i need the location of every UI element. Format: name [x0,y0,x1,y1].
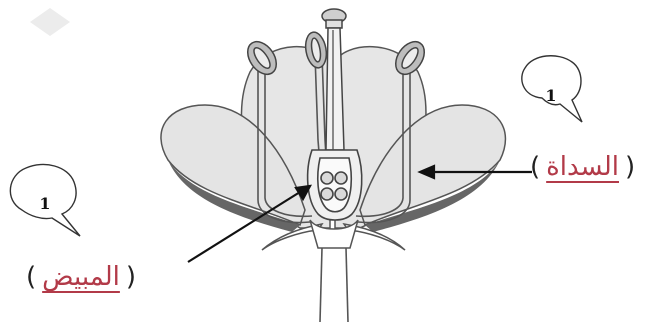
style [326,28,344,150]
open-paren: ( [26,262,36,292]
corner-mark [30,8,70,36]
score-right: 1 [536,86,566,105]
close-paren: ) [126,262,136,292]
stem [320,248,348,322]
close-paren: ) [625,152,635,182]
answer-stamen: (السداة) [530,152,635,182]
open-paren: ( [530,152,540,182]
answer-word-stamen: السداة [540,152,625,182]
answer-word-ovary: المبيض [36,262,126,292]
answer-ovary: (المبيض) [26,262,136,292]
score-left: 1 [30,194,60,213]
ovary [308,150,362,220]
